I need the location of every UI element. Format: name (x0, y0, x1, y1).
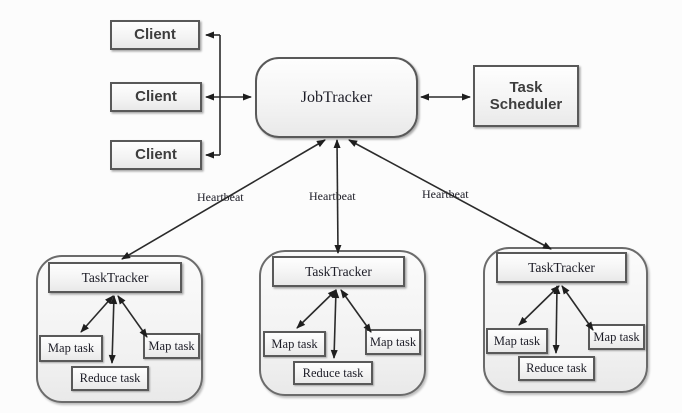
jobtracker-node: JobTracker (255, 57, 418, 138)
map-task-node: Map task (263, 331, 326, 357)
map-task-node: Map task (588, 324, 645, 350)
map-task-label: Map task (148, 338, 195, 353)
tasktracker-label: TaskTracker (81, 269, 149, 285)
tasktracker-label: TaskTracker (305, 263, 372, 279)
map-task-label: Map task (369, 334, 417, 349)
reduce-task-node: Reduce task (293, 361, 373, 385)
map-task-label: Map task (271, 336, 318, 351)
reduce-task-label: Reduce task (526, 361, 587, 375)
map-task-node: Map task (143, 333, 200, 359)
map-task-label: Map task (493, 333, 541, 348)
tasktracker-node-1: TaskTracker (48, 262, 182, 293)
map-task-node: Map task (486, 328, 548, 354)
reduce-task-node: Reduce task (71, 366, 149, 391)
task-scheduler-label: Task Scheduler (489, 78, 563, 113)
task-scheduler-node: Task Scheduler (473, 65, 579, 127)
map-task-label: Map task (593, 329, 640, 344)
heartbeat-label-1: Heartbeat (197, 190, 244, 204)
client-label: Client (135, 146, 177, 164)
map-task-label: Map task (47, 341, 95, 355)
client-node-1: Client (110, 20, 200, 50)
reduce-task-label: Reduce task (302, 365, 364, 380)
map-task-node: Map task (39, 335, 103, 362)
client-node-2: Client (110, 82, 202, 112)
tasktracker-node-3: TaskTracker (496, 252, 627, 283)
heartbeat-label-2: Heartbeat (309, 189, 356, 203)
reduce-task-label: Reduce task (79, 371, 141, 385)
tasktracker-label: TaskTracker (528, 259, 595, 275)
jobtracker-label: JobTracker (300, 88, 373, 106)
client-node-3: Client (110, 140, 202, 170)
client-label: Client (134, 26, 176, 44)
reduce-task-node: Reduce task (518, 356, 595, 381)
client-label: Client (135, 88, 177, 106)
tasktracker-node-2: TaskTracker (272, 256, 405, 287)
heartbeat-label-3: Heartbeat (422, 187, 469, 201)
map-task-node: Map task (365, 329, 421, 355)
